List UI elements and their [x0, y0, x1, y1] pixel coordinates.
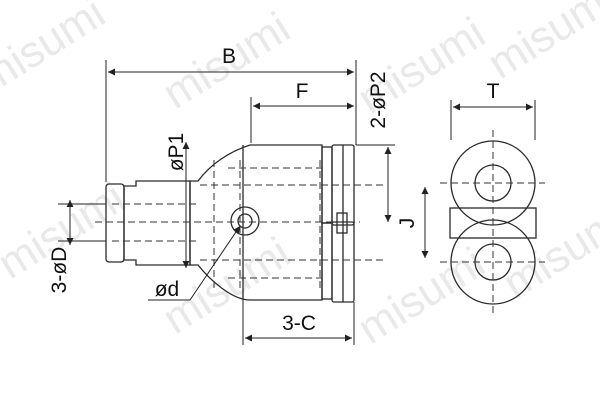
watermark: misumi — [0, 0, 113, 103]
dim-p2-label: 2-øP2 — [367, 71, 390, 128]
end-view — [440, 130, 545, 315]
dim-j-label: J — [396, 218, 419, 229]
dim-d-small-label: ød — [155, 278, 180, 301]
dim-d-label: 3-øD — [48, 247, 71, 294]
mid-connector — [336, 212, 348, 234]
dimensions: B F 2-øP2 J T øP1 3-øD ød 3-C — [48, 45, 536, 345]
y-body — [189, 144, 323, 301]
upper-port-inner — [474, 164, 512, 202]
dim-f-label: F — [296, 80, 309, 103]
mounting-hole — [230, 206, 260, 236]
dim-b-label: B — [222, 45, 236, 68]
dim-p1-label: øP1 — [165, 133, 188, 172]
side-view — [95, 144, 385, 303]
dim-d-small-leader — [189, 225, 241, 301]
left-stem — [123, 180, 191, 266]
lower-neck — [321, 222, 333, 300]
dim-c-label: 3-C — [282, 312, 316, 335]
mounting-hole-inner — [237, 213, 253, 229]
watermark: misumi — [349, 238, 493, 353]
dim-t-label: T — [487, 80, 500, 103]
watermark: misumi — [494, 193, 600, 308]
watermark: misumi — [479, 0, 600, 88]
